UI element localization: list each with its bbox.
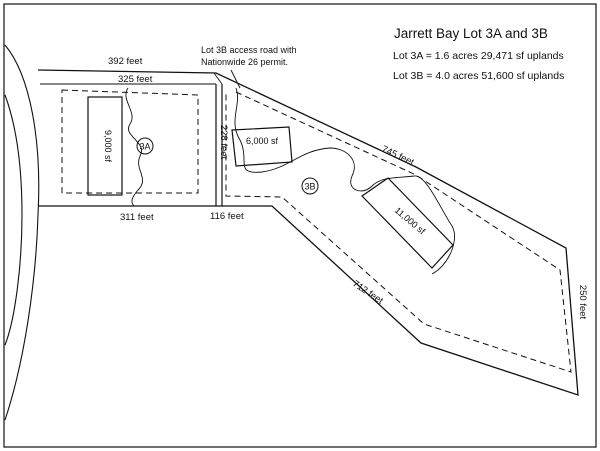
building-11000: 11,000 sf bbox=[361, 177, 454, 269]
dimension-bottom-mid: 116 feet bbox=[210, 211, 244, 222]
lot-3b-summary: Lot 3B = 4.0 acres 51,600 sf uplands bbox=[393, 70, 564, 82]
dimension-lower-diagonal: 712 feet bbox=[350, 278, 385, 307]
building-label: 9,000 sf bbox=[103, 130, 113, 163]
dimension-upper-diagonal: 745 feet bbox=[380, 144, 416, 169]
upland-line bbox=[125, 87, 455, 275]
lot-3a-summary: Lot 3A = 1.6 acres 29,471 sf uplands bbox=[393, 50, 564, 62]
building-6000: 6,000 sf bbox=[231, 126, 293, 167]
dimension-top-inner: 325 feet bbox=[118, 74, 153, 85]
diagram-title: Jarrett Bay Lot 3A and 3B bbox=[394, 26, 548, 41]
access-road bbox=[213, 69, 241, 89]
lot-3a-marker: 3A bbox=[136, 137, 154, 155]
lot-label: 3B bbox=[304, 182, 315, 192]
building-9000: 9,000 sf bbox=[87, 96, 123, 196]
dimension-divider: 228 feet bbox=[218, 125, 229, 160]
building-label: 6,000 sf bbox=[246, 136, 279, 146]
lot-label: 3A bbox=[139, 142, 150, 152]
lot-divider bbox=[215, 84, 223, 206]
property-boundary bbox=[37, 69, 579, 396]
note-line-1: Lot 3B access road with bbox=[201, 45, 297, 55]
setback-lines bbox=[61, 89, 572, 373]
lot-3b-marker: 3B bbox=[301, 177, 319, 195]
note-line-2: Nationwide 26 permit. bbox=[201, 57, 288, 67]
page-border bbox=[3, 3, 597, 448]
dimension-right-end: 250 feet bbox=[577, 285, 588, 320]
dimension-bottom-left: 311 feet bbox=[120, 212, 154, 223]
building-label: 11,000 sf bbox=[393, 205, 428, 236]
curved-road bbox=[4, 44, 40, 421]
dimension-top-outer: 392 feet bbox=[108, 56, 143, 67]
